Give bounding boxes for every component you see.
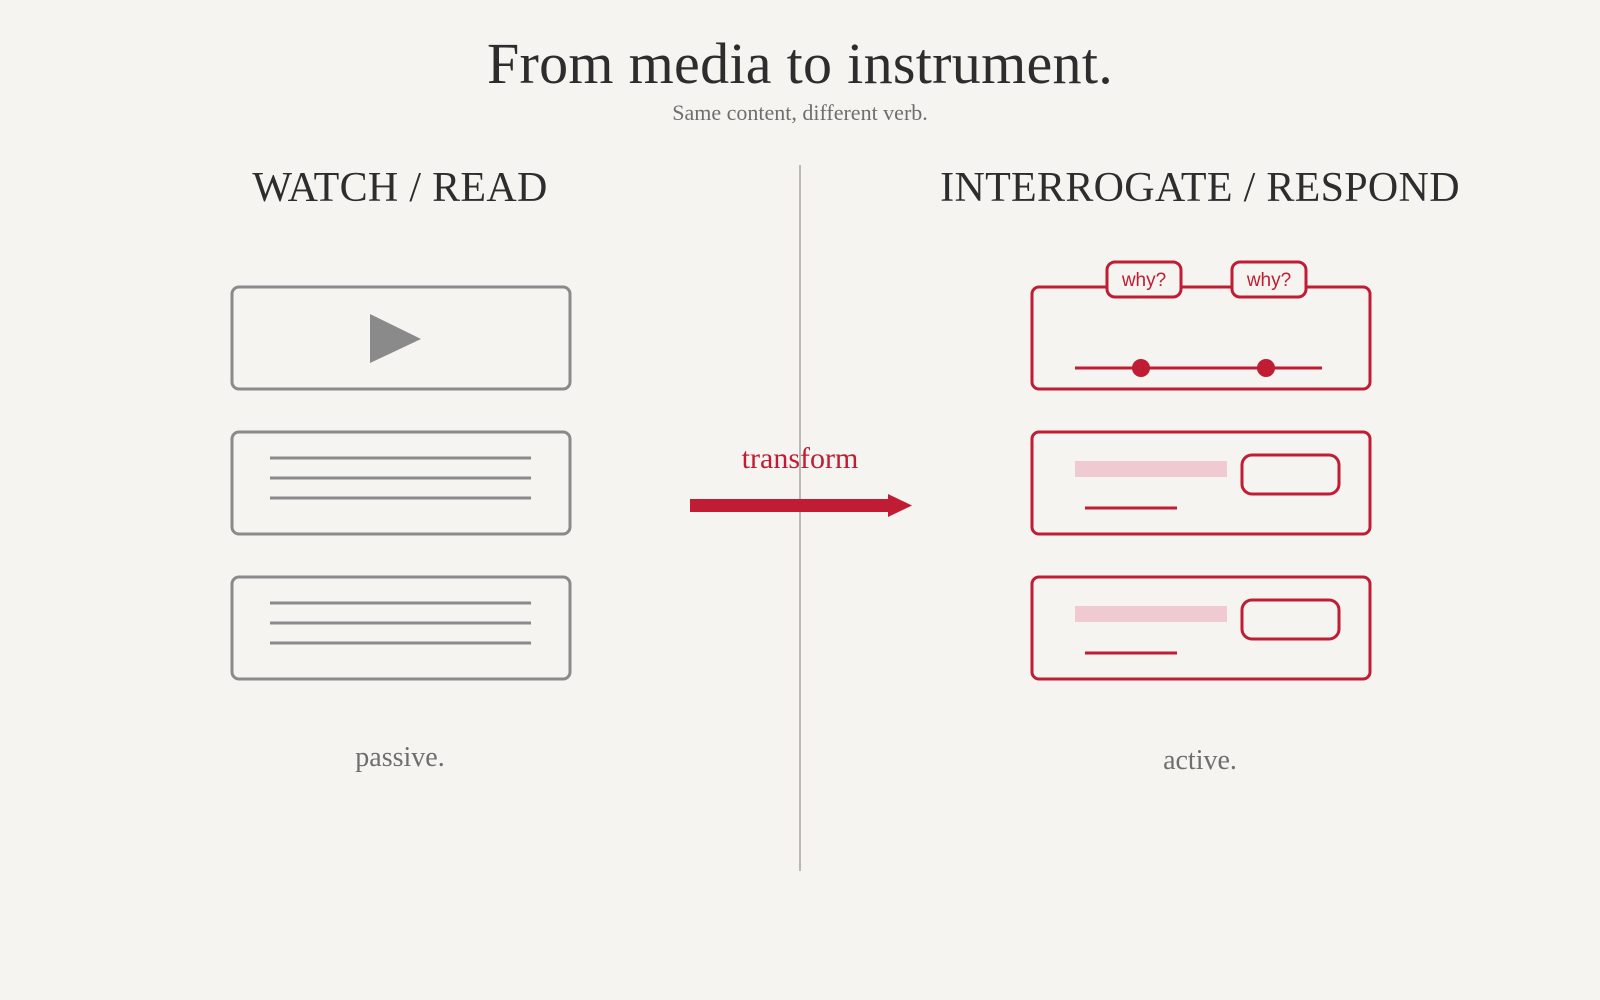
answer-field-icon <box>1075 453 1341 510</box>
interactive-text-card <box>1030 430 1372 536</box>
passive-text-card <box>230 575 572 681</box>
highlight-bar <box>1075 606 1227 622</box>
highlight-bar <box>1075 461 1227 477</box>
active-caption: active. <box>1163 745 1237 776</box>
answer-field-icon <box>1075 598 1341 655</box>
prompt-tag-label: why? <box>1121 270 1166 291</box>
timeline-marker <box>1132 359 1150 377</box>
play-icon <box>370 314 421 363</box>
interactive-video-card: why? why? <box>1030 260 1372 391</box>
page-subtitle: Same content, different verb. <box>672 100 928 125</box>
timeline-marker <box>1257 359 1275 377</box>
interactive-text-card <box>1030 575 1372 681</box>
transform-arrow <box>690 494 912 517</box>
answer-field <box>1240 453 1341 496</box>
page-title: From media to instrument. <box>486 31 1114 96</box>
timeline-icon <box>1075 359 1322 377</box>
transform-label: transform <box>741 442 859 475</box>
answer-field <box>1240 598 1341 641</box>
passive-caption: passive. <box>355 742 445 773</box>
passive-text-card <box>230 430 572 536</box>
passive-video-card <box>230 285 572 391</box>
text-lines-icon <box>270 601 531 645</box>
prompt-tag-label: why? <box>1246 270 1291 291</box>
right-column-heading: INTERROGATE / RESPOND <box>940 165 1460 211</box>
text-lines-icon <box>270 456 531 500</box>
prompt-tag: why? <box>1230 260 1308 299</box>
prompt-tag: why? <box>1105 260 1183 299</box>
left-column-heading: WATCH / READ <box>252 165 548 211</box>
center-divider <box>799 165 801 871</box>
